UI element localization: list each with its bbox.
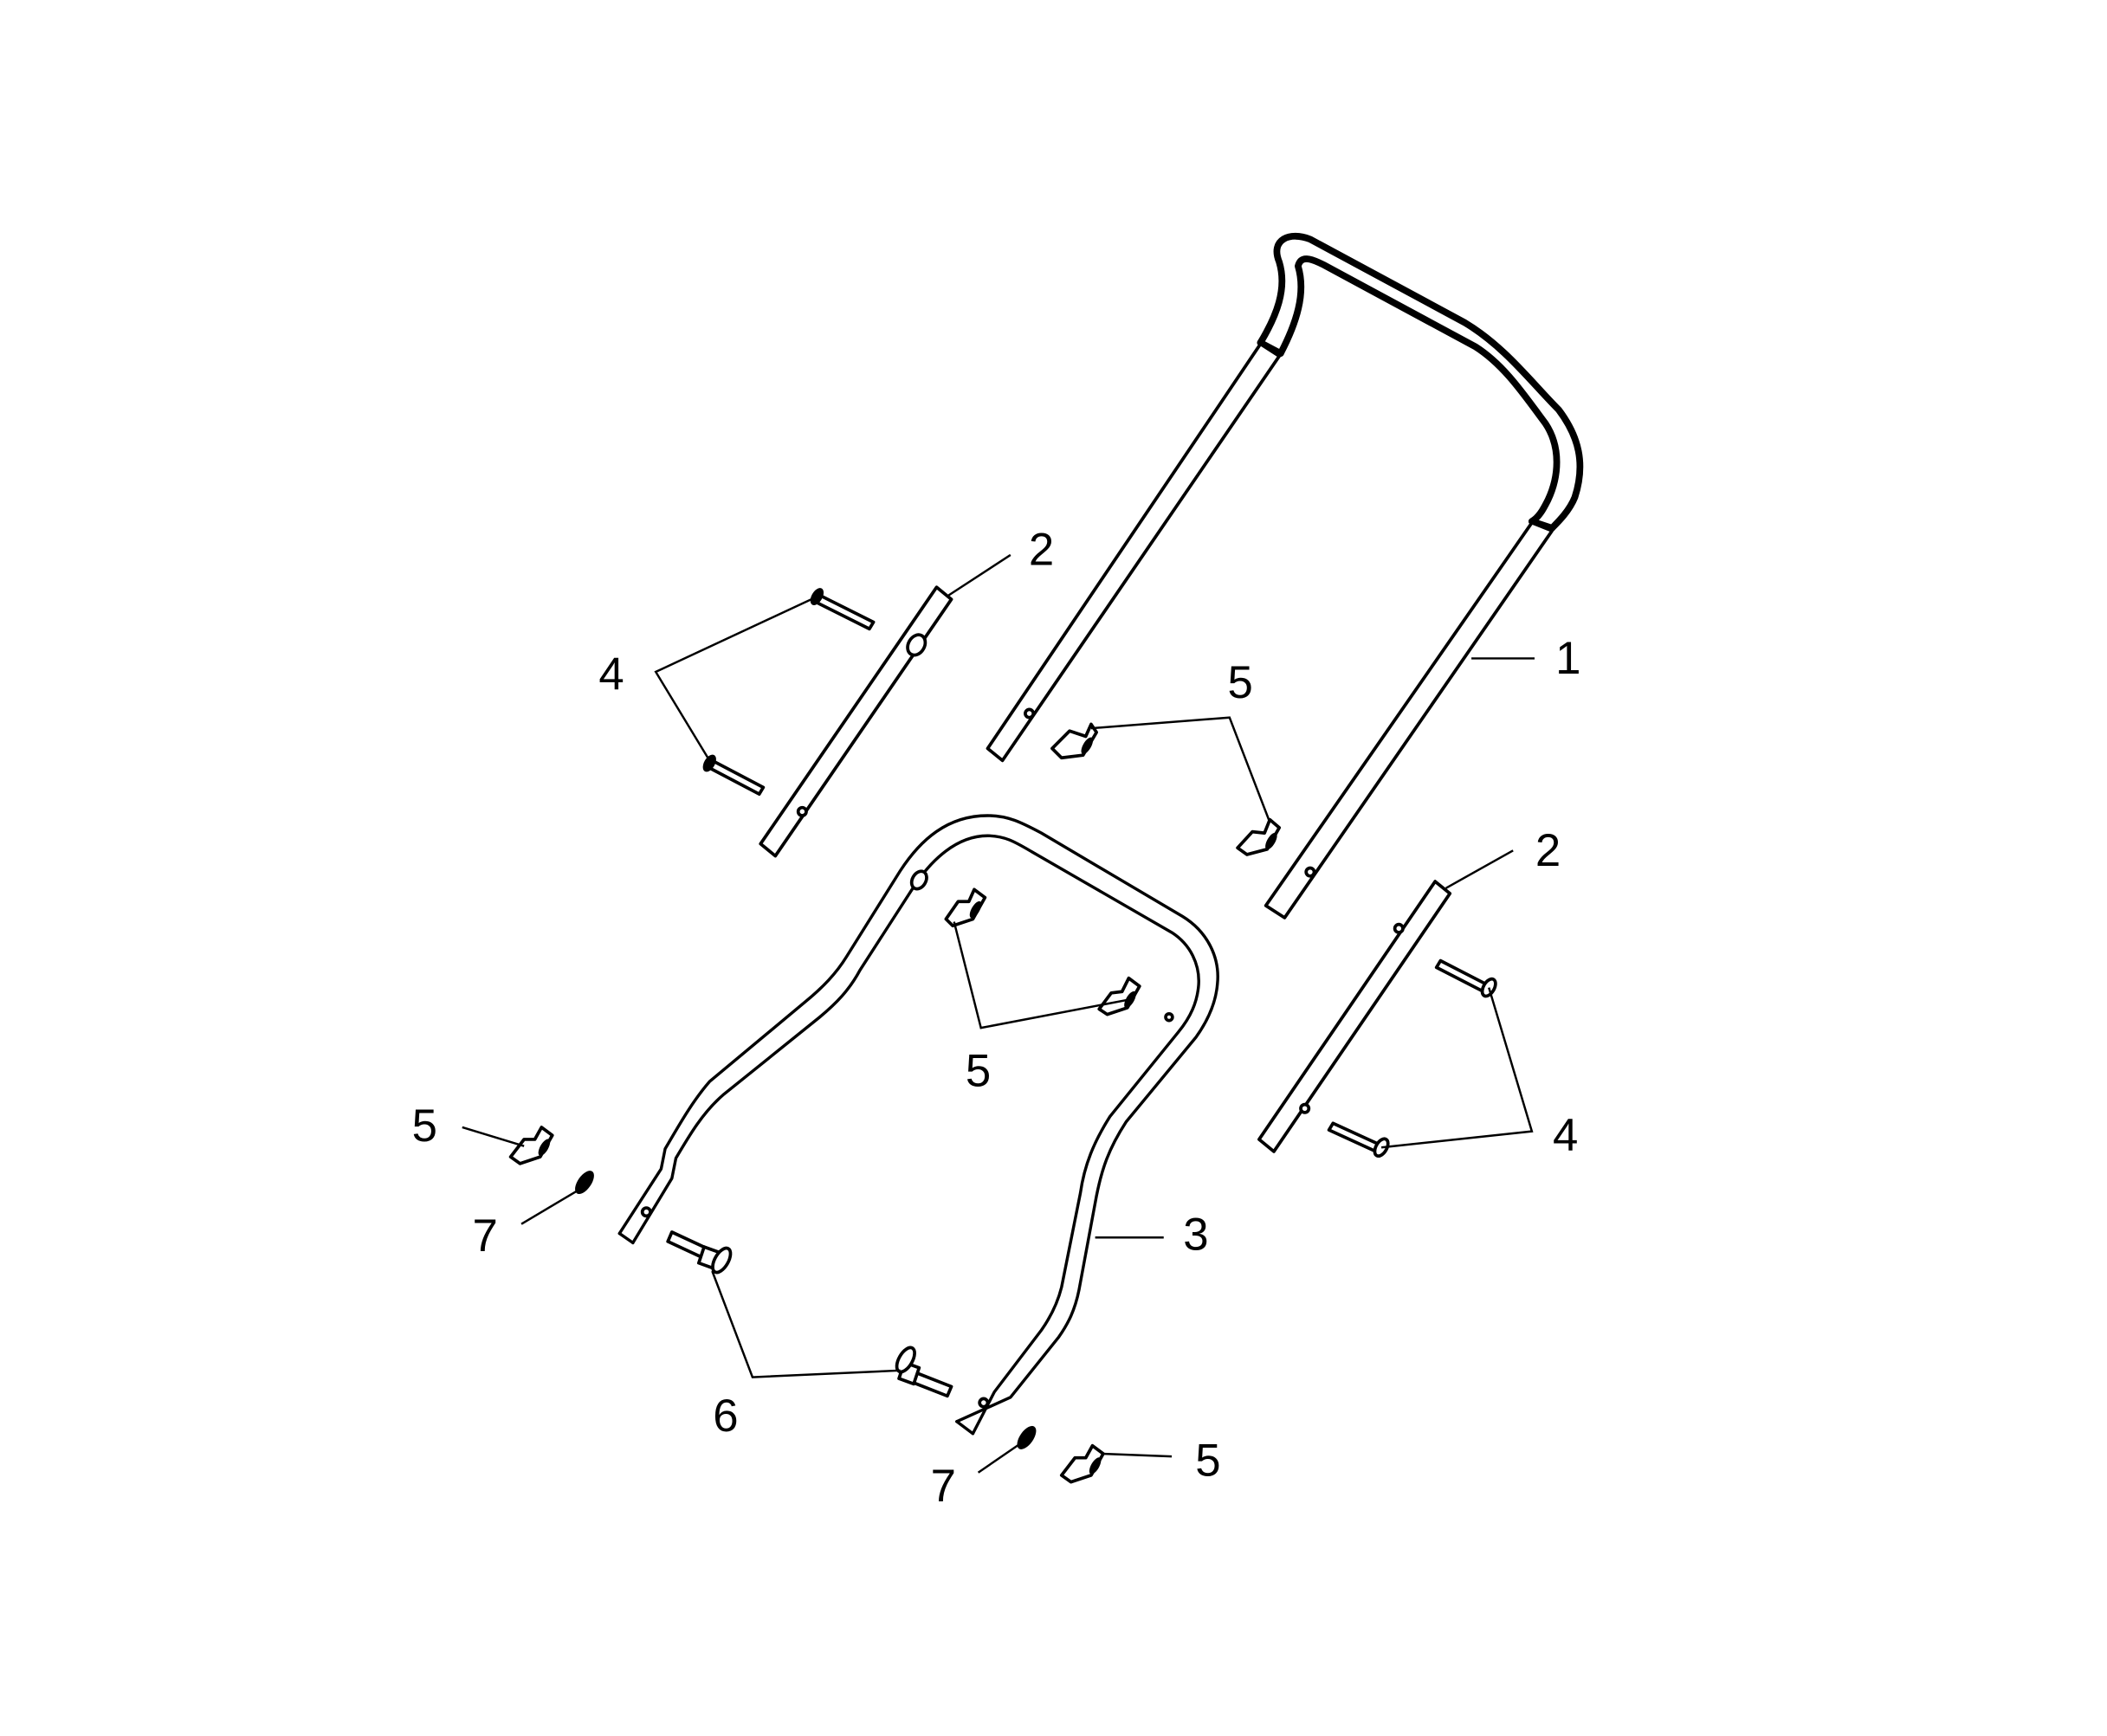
extension-tube-part-2-left [759,585,953,858]
bolt-part-4-d [1327,1121,1390,1158]
callout-5-left: 5 [412,1100,437,1152]
lower-handle-part-3 [617,814,1219,1436]
callout-4-right: 4 [1553,1110,1578,1161]
bolt-part-4-a [810,588,876,631]
callout-6: 6 [713,1391,738,1442]
callout-7-left: 7 [472,1210,497,1262]
upper-handle-part-1 [986,232,1584,920]
wing-knob-part-5-b [1236,817,1282,856]
extension-tube-part-2-right [1257,880,1452,1153]
wing-knob-part-5-c [944,887,987,928]
callout-5-top: 5 [1228,657,1253,708]
bolt-part-4-c [1434,958,1497,998]
callout-5-middle: 5 [966,1045,991,1096]
wing-knob-part-5-f [1059,1443,1105,1484]
shoulder-bolt-part-6-a [666,1230,733,1275]
callout-2-upper: 2 [1029,524,1054,575]
callout-2-lower: 2 [1535,825,1561,876]
wing-knob-part-5-e [508,1126,554,1165]
washer-part-7-b [1017,1425,1037,1449]
washer-part-7-a [575,1171,594,1195]
callout-1: 1 [1555,633,1580,684]
leader-lines [462,553,1535,1474]
callout-7-bottom: 7 [931,1461,956,1512]
wing-knob-part-5-d [1097,976,1141,1016]
callout-3: 3 [1183,1210,1208,1261]
wing-knob-part-5-a [1050,722,1099,760]
bolt-part-4-b [702,754,766,797]
shoulder-bolt-part-6-b [895,1346,953,1398]
callout-5-bottom: 5 [1195,1435,1220,1486]
callout-4-left: 4 [598,649,624,700]
